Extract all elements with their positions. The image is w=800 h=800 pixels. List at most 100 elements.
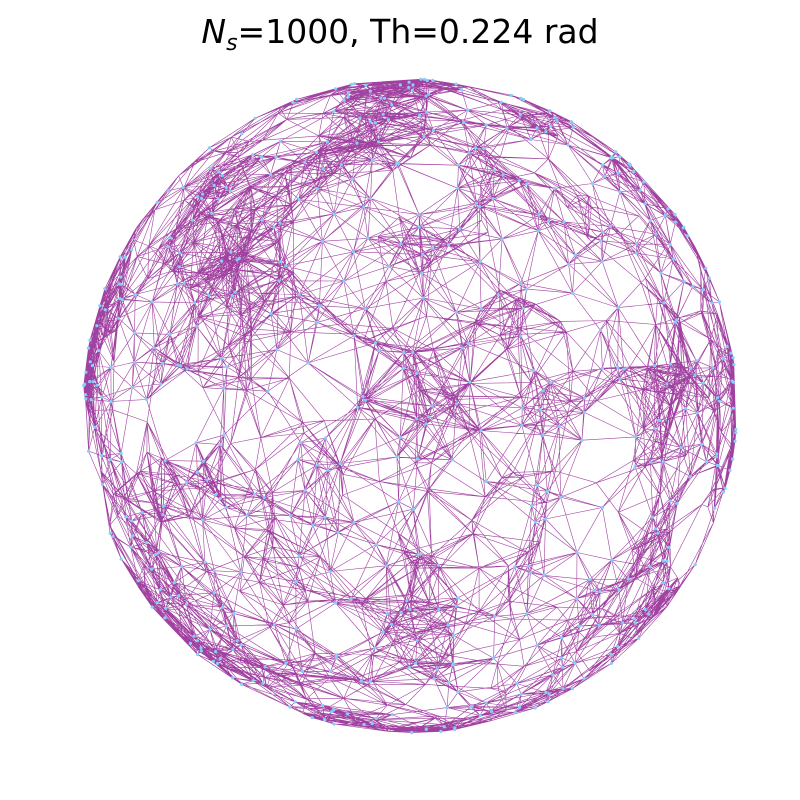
network-node xyxy=(688,474,692,478)
network-node xyxy=(272,225,276,229)
network-node xyxy=(332,212,336,216)
network-node xyxy=(201,518,205,522)
network-node xyxy=(207,146,211,150)
network-node xyxy=(452,633,456,637)
network-node xyxy=(108,457,113,462)
network-node xyxy=(95,383,99,387)
network-node xyxy=(657,418,662,422)
network-node xyxy=(616,306,620,310)
network-node xyxy=(445,706,449,710)
network-node xyxy=(323,515,327,519)
network-node xyxy=(419,77,423,81)
network-node xyxy=(201,459,206,463)
network-node xyxy=(603,174,607,178)
network-node xyxy=(587,578,592,582)
network-node xyxy=(402,351,406,355)
network-node xyxy=(411,507,415,511)
network-node xyxy=(668,242,672,246)
network-node xyxy=(274,155,278,159)
network-node xyxy=(601,230,605,234)
network-node xyxy=(179,364,183,368)
network-node xyxy=(519,96,523,100)
network-node xyxy=(119,275,123,279)
network-node xyxy=(700,442,704,446)
network-node xyxy=(427,415,431,419)
network-node xyxy=(575,596,579,601)
network-node xyxy=(300,669,305,674)
network-node xyxy=(87,449,91,453)
network-node xyxy=(95,324,99,328)
network-node xyxy=(91,380,95,384)
network-node xyxy=(164,606,168,611)
network-node xyxy=(214,492,218,497)
network-node xyxy=(473,146,478,150)
network-node xyxy=(566,143,570,147)
network-node xyxy=(421,296,425,300)
network-node xyxy=(616,644,620,649)
network-node xyxy=(119,282,123,286)
network-node xyxy=(561,687,565,691)
network-node xyxy=(221,605,225,609)
network-node xyxy=(384,564,388,568)
network-node xyxy=(583,396,587,400)
network-node xyxy=(356,405,360,409)
network-node xyxy=(609,652,613,657)
network-node xyxy=(93,425,97,429)
network-node xyxy=(648,565,652,569)
network-node xyxy=(618,377,622,381)
network-node xyxy=(129,545,133,549)
network-node xyxy=(637,636,641,640)
network-node xyxy=(728,468,732,472)
network-node xyxy=(368,119,372,123)
title-symbol: N xyxy=(201,12,227,51)
network-node xyxy=(335,653,339,657)
network-node xyxy=(662,301,666,305)
network-node xyxy=(667,545,671,550)
network-node xyxy=(411,350,415,354)
network-node xyxy=(675,318,679,322)
network-node xyxy=(84,397,88,401)
network-node xyxy=(224,185,228,189)
network-node xyxy=(666,207,670,211)
network-node xyxy=(212,183,216,187)
network-node xyxy=(369,196,373,201)
network-node xyxy=(500,237,504,241)
network-node xyxy=(590,612,595,617)
network-node xyxy=(323,436,328,440)
network-node xyxy=(245,513,249,518)
network-node xyxy=(385,612,389,616)
network-node xyxy=(573,253,577,257)
network-node xyxy=(723,486,727,490)
network-node xyxy=(181,185,185,190)
network-node xyxy=(424,727,428,732)
network-node xyxy=(648,218,652,223)
network-node xyxy=(222,433,226,437)
network-node xyxy=(111,534,115,539)
network-nodes xyxy=(82,77,738,735)
network-node xyxy=(446,623,450,627)
network-node xyxy=(294,627,298,631)
network-edges xyxy=(83,78,737,733)
network-node xyxy=(559,656,564,660)
network-node xyxy=(410,731,414,735)
network-node xyxy=(262,495,266,500)
network-node xyxy=(582,410,586,414)
network-node xyxy=(240,132,244,136)
network-node xyxy=(103,287,107,291)
network-node xyxy=(188,641,193,646)
network-node xyxy=(418,113,422,117)
network-node xyxy=(220,173,224,178)
network-node xyxy=(269,312,273,316)
network-node xyxy=(212,591,216,595)
network-node xyxy=(166,245,170,249)
network-node xyxy=(513,565,517,569)
network-node xyxy=(88,338,92,342)
network-node xyxy=(130,534,135,538)
network-node xyxy=(522,97,526,102)
network-node xyxy=(136,579,140,583)
network-node xyxy=(535,126,539,130)
title-text: =1000, Th=0.224 rad xyxy=(237,12,599,51)
network-node xyxy=(310,716,314,720)
network-node xyxy=(315,187,319,191)
